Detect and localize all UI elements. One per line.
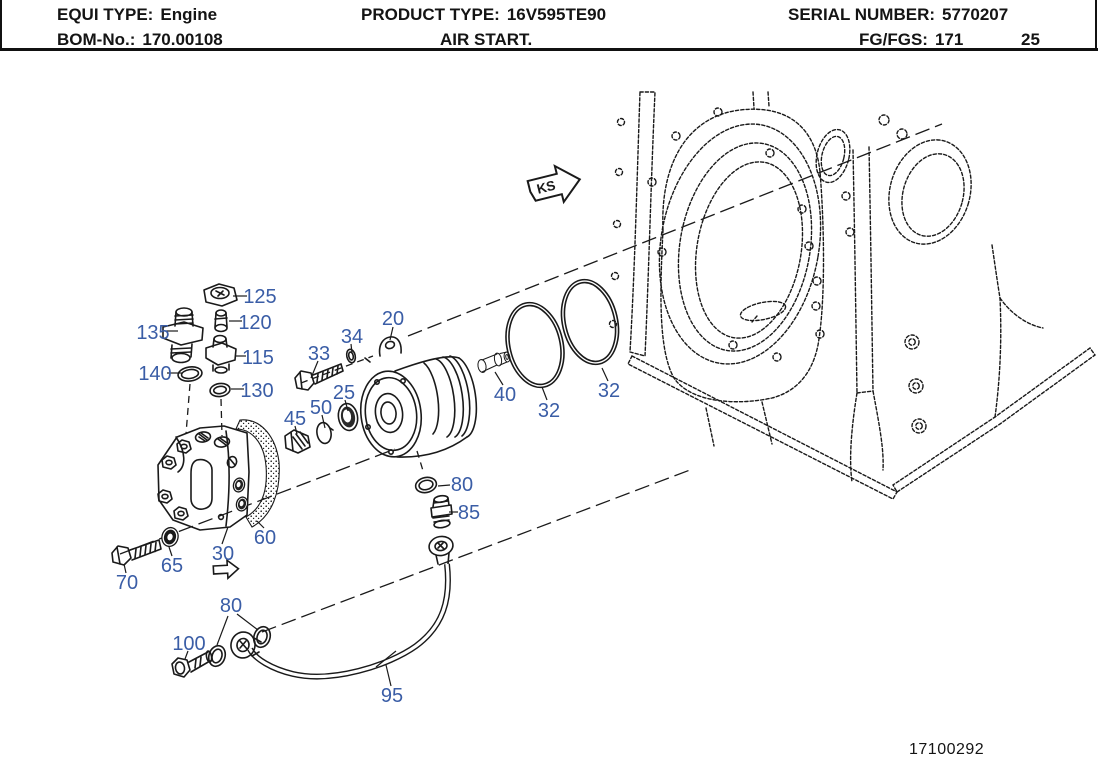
callout-40: 40 [494,384,516,406]
engine-block [608,91,1096,500]
callout-70: 70 [116,572,138,594]
flange-30 [157,425,250,531]
o-ring-140 [177,366,203,382]
callout-32b: 32 [598,380,620,402]
washers-80-lower [207,625,272,668]
page-frame-left [0,0,2,49]
callout-80a: 80 [451,474,473,496]
fg-fgs-value: 171 [934,30,964,49]
serial-number-value: 5770207 [942,5,1009,24]
banjo-union [428,535,454,565]
washer-130 [209,382,231,398]
callout-135: 135 [136,322,169,344]
callout-32a: 32 [538,400,560,422]
nipple-120 [214,309,228,333]
callout-95: 95 [381,685,403,707]
bolt-70 [111,539,162,566]
o-rings-32 [505,278,620,389]
bom-number: BOM-No.: 170.00108 [57,30,223,50]
callout-labels: 125 120 135 115 140 130 33 34 20 40 32 3… [116,286,620,707]
callout-80b: 80 [220,595,242,617]
pin-40 [477,351,511,373]
callout-25: 25 [333,382,355,404]
callout-34: 34 [341,326,363,348]
fitting-cluster [162,283,238,398]
serial-number-label: SERIAL NUMBER: [788,5,936,24]
direction-arrow-icon [212,558,240,580]
serial-number: SERIAL NUMBER: 5770207 [788,5,1008,25]
hex-nut-125 [203,283,238,307]
banjo-bolt-100 [171,650,213,678]
callout-125: 125 [243,286,276,308]
equi-type-label: EQUI TYPE: [57,5,154,24]
snap-ring-50 [316,421,334,445]
callout-30: 30 [212,543,234,565]
washer-80-upper [414,476,438,494]
bom-value: 170.00108 [142,30,223,49]
callout-115: 115 [242,347,274,369]
union-115 [205,334,237,374]
hole-rings-flange [232,477,249,512]
callout-65: 65 [161,555,183,577]
starter-motor-20 [359,336,478,458]
bolt-33 [294,363,344,391]
callout-60: 60 [254,527,276,549]
fitting-85 [430,494,453,529]
callout-33: 33 [308,343,330,365]
callout-20: 20 [382,308,404,330]
equi-type: EQUI TYPE: Engine [57,5,217,25]
view-arrow-label: KS [535,178,557,197]
callout-45: 45 [284,408,306,430]
callout-140: 140 [138,363,171,385]
callout-120: 120 [238,312,271,334]
bom-label: BOM-No.: [57,30,136,49]
view-arrow-ks: KS [526,164,582,205]
gasket-60 [235,419,280,528]
pipe-95 [247,563,451,680]
product-type-label: PRODUCT TYPE: [361,5,500,24]
washer-34 [345,348,357,364]
callout-85: 85 [458,502,480,524]
fg-fgs-value-2: 25 [1021,30,1040,49]
product-type-value: 16V595TE90 [506,5,607,24]
fg-fgs: FG/FGS: 171 [859,30,963,50]
leader-lines [123,295,609,687]
drawing-number: 17100292 [909,741,985,758]
union-135 [162,307,204,364]
header-divider [0,48,1098,51]
product-type: PRODUCT TYPE: 16V595TE90 [361,5,606,25]
callout-130: 130 [240,380,273,402]
fg-fgs-label: FG/FGS: [859,30,928,49]
callout-100: 100 [172,633,205,655]
page-frame-right [1095,0,1097,49]
seal-25 [337,402,359,432]
washer-65 [161,526,179,548]
equi-type-value: Engine [160,5,218,24]
plug-45 [284,429,311,454]
sheet-title: AIR START. [440,30,533,49]
callout-50: 50 [310,397,332,419]
